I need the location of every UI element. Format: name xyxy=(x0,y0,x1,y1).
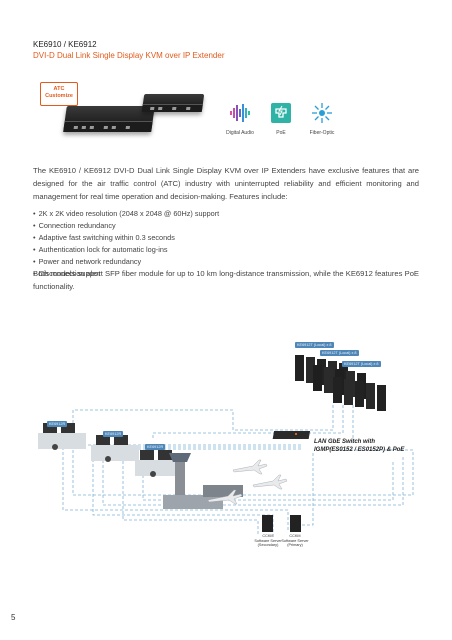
server-racks xyxy=(295,355,386,411)
feature-item: Connection redundancy xyxy=(33,220,219,232)
badge-line1: ATC xyxy=(53,86,65,92)
digital-audio-label: Digital Audio xyxy=(226,130,254,136)
product-model: KE6910 / KE6912 xyxy=(33,40,97,49)
closing-paragraph: Both models support SFP fiber module for… xyxy=(33,269,419,291)
fiber-optic-icon xyxy=(311,102,333,124)
intro-paragraph: The KE6910 / KE6912 DVI-D Dual Link Sing… xyxy=(33,166,419,201)
extender-device-small xyxy=(141,94,205,112)
digital-audio-icon xyxy=(229,102,251,124)
feature-item: Disconnection alert xyxy=(33,268,219,280)
cckm-servers xyxy=(262,515,301,532)
feature-item: Power and network redundancy xyxy=(33,256,219,268)
cckm-server-secondary-label: CCKM Software Server (Secondary) xyxy=(254,534,282,548)
diagram-graphics xyxy=(38,355,414,535)
tag-remote-1: KE6912R xyxy=(47,421,68,427)
feature-fiber-optic: Fiber-Optic xyxy=(302,102,342,136)
feature-digital-audio: Digital Audio xyxy=(220,102,260,136)
tag-local-1: KE6912T (Local) x 8 xyxy=(295,342,334,348)
lan-switch-label: LAN GbE Switch with IGMP(ES0152 / ES0152… xyxy=(314,439,405,453)
feature-poe: PoE xyxy=(261,102,301,136)
page-number: 5 xyxy=(11,613,16,622)
airplanes xyxy=(207,459,288,505)
feature-item: Authentication lock for automatic log-in… xyxy=(33,244,219,256)
workstations xyxy=(38,423,183,477)
poe-label: PoE xyxy=(276,130,286,136)
tag-remote-2: KE6912R xyxy=(103,431,124,437)
feature-list: 2K x 2K video resolution (2048 x 2048 @ … xyxy=(33,208,220,280)
tag-remote-3: KE6912R xyxy=(145,444,166,450)
atc-customize-badge: ATC Customize xyxy=(40,82,78,106)
feature-item: Adaptive fast switching within 0.3 secon… xyxy=(33,232,219,244)
cckm-server-primary-label: CCKM Software Server (Primary) xyxy=(281,534,309,548)
badge-line2: Customize xyxy=(45,93,73,99)
lan-switch xyxy=(272,431,311,439)
tag-local-2: KE6912T (Local) x 8 xyxy=(320,350,359,356)
fiber-optic-label: Fiber-Optic xyxy=(309,130,335,136)
product-name: DVI-D Dual Link Single Display KVM over … xyxy=(33,51,225,60)
network-diagram: KE6912T (Local) x 8 KE6912T (Local) x 8 … xyxy=(33,335,419,555)
poe-icon xyxy=(270,102,292,124)
feature-item: 2K x 2K video resolution (2048 x 2048 @ … xyxy=(33,208,220,220)
tag-local-3: KE6912T (Local) x 8 xyxy=(342,361,381,367)
